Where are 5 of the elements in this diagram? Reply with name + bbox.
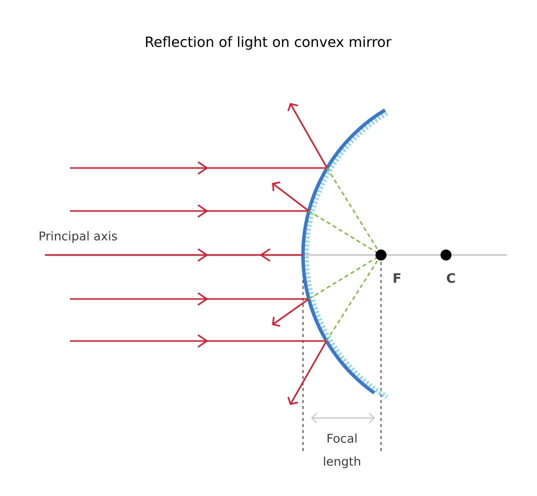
dimension-label: Focal length <box>324 434 360 468</box>
point-label: F <box>394 273 400 283</box>
point-label: C <box>446 273 455 283</box>
title: Reflection of light on convex mirror <box>146 36 392 50</box>
axis-label: Principal axis <box>40 231 117 243</box>
